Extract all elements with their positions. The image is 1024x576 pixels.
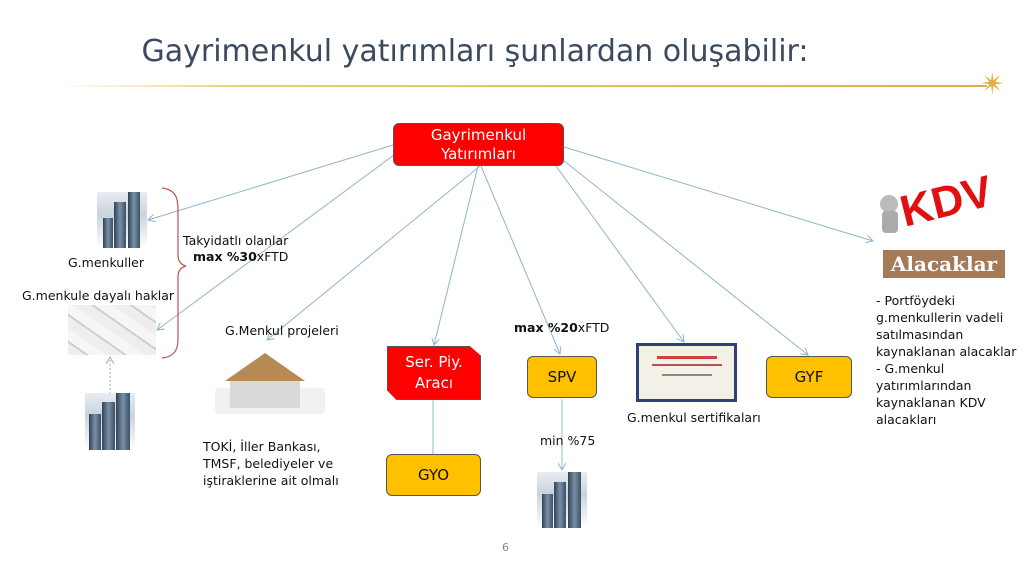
star-icon: ✴ (980, 67, 1006, 102)
gmenkuller-label: G.menkuller (68, 255, 145, 270)
gyf-node: GYF (766, 356, 852, 398)
house-project-image (205, 348, 330, 424)
alacaklar-line: alacakları (876, 412, 937, 427)
takyidat-suffix: xFTD (256, 249, 289, 264)
projeler-note: TOKİ, İller Bankası, TMSF, belediyeler v… (203, 438, 339, 489)
certificate-image (636, 343, 737, 402)
ser-piy-line1: Ser. Piy. (405, 353, 463, 371)
sertifika-label: G.menkul sertifikaları (627, 410, 761, 425)
arrow-to-gmenkuller (148, 144, 394, 220)
alacaklar-description: - Portföydeki g.menkullerin vadeli satıl… (876, 292, 1016, 428)
projeler-note-line: TMSF, belediyeler ve (203, 456, 334, 471)
root-line2: Yatırımları (441, 144, 516, 163)
haklar-label: G.menkule dayalı haklar (22, 288, 175, 303)
arrow-to-projeler (267, 165, 481, 340)
spv-max-suffix: xFTD (577, 320, 610, 335)
arrow-to-alacaklar (563, 146, 873, 241)
arrow-to-gyf (562, 159, 808, 355)
arrow-to-sertifika (555, 165, 684, 342)
spv-max: max %20xFTD (514, 319, 609, 336)
takyidat-max: max %30xFTD (193, 248, 288, 265)
slide-title: Gayrimenkul yatırımları şunlardan oluşab… (141, 34, 809, 69)
projeler-note-line: TOKİ, İller Bankası, (203, 439, 321, 454)
buildings-image (85, 393, 135, 450)
ser-piy-araci-node: Ser. Piy. Aracı (387, 346, 481, 400)
alacaklar-line: - Portföydeki (876, 293, 956, 308)
projeler-label: G.Menkul projeleri (225, 323, 339, 338)
buildings-image (97, 192, 147, 248)
buildings-image (537, 472, 587, 528)
alacaklar-line: yatırımlarından (876, 378, 972, 393)
alacaklar-line: kaynaklanan alacaklar (876, 344, 1017, 359)
alacaklar-line: - G.menkul (876, 361, 945, 376)
spv-node: SPV (527, 356, 597, 398)
alacaklar-banner: Alacaklar (883, 250, 1005, 278)
kdv-logo: KDV (878, 167, 997, 237)
spv-min-label: min %75 (540, 433, 596, 448)
alacaklar-line: satılmasından (876, 327, 964, 342)
alacaklar-line: kaynaklanan KDV (876, 395, 986, 410)
arrow-to-spv (480, 165, 560, 354)
gyo-node: GYO (386, 454, 481, 496)
arrow-to-ser-piy (434, 165, 479, 345)
kdv-logo-text: KDV (895, 166, 998, 237)
property-documents-image (68, 305, 156, 355)
takyidat-label: Takyidatlı olanlar (183, 233, 289, 248)
root-line1: Gayrimenkul (430, 125, 527, 144)
arrow-to-haklar (157, 151, 399, 330)
alacaklar-line: g.menkullerin vadeli (876, 310, 1004, 325)
ser-piy-line2: Aracı (414, 374, 454, 392)
page-number: 6 (502, 541, 509, 554)
projeler-note-line: iştiraklerine ait olmalı (203, 473, 339, 488)
spv-max-bold: max %20 (514, 320, 578, 335)
title-divider (57, 85, 987, 87)
curly-brace (161, 187, 187, 359)
takyidat-max-bold: max %30 (193, 249, 257, 264)
